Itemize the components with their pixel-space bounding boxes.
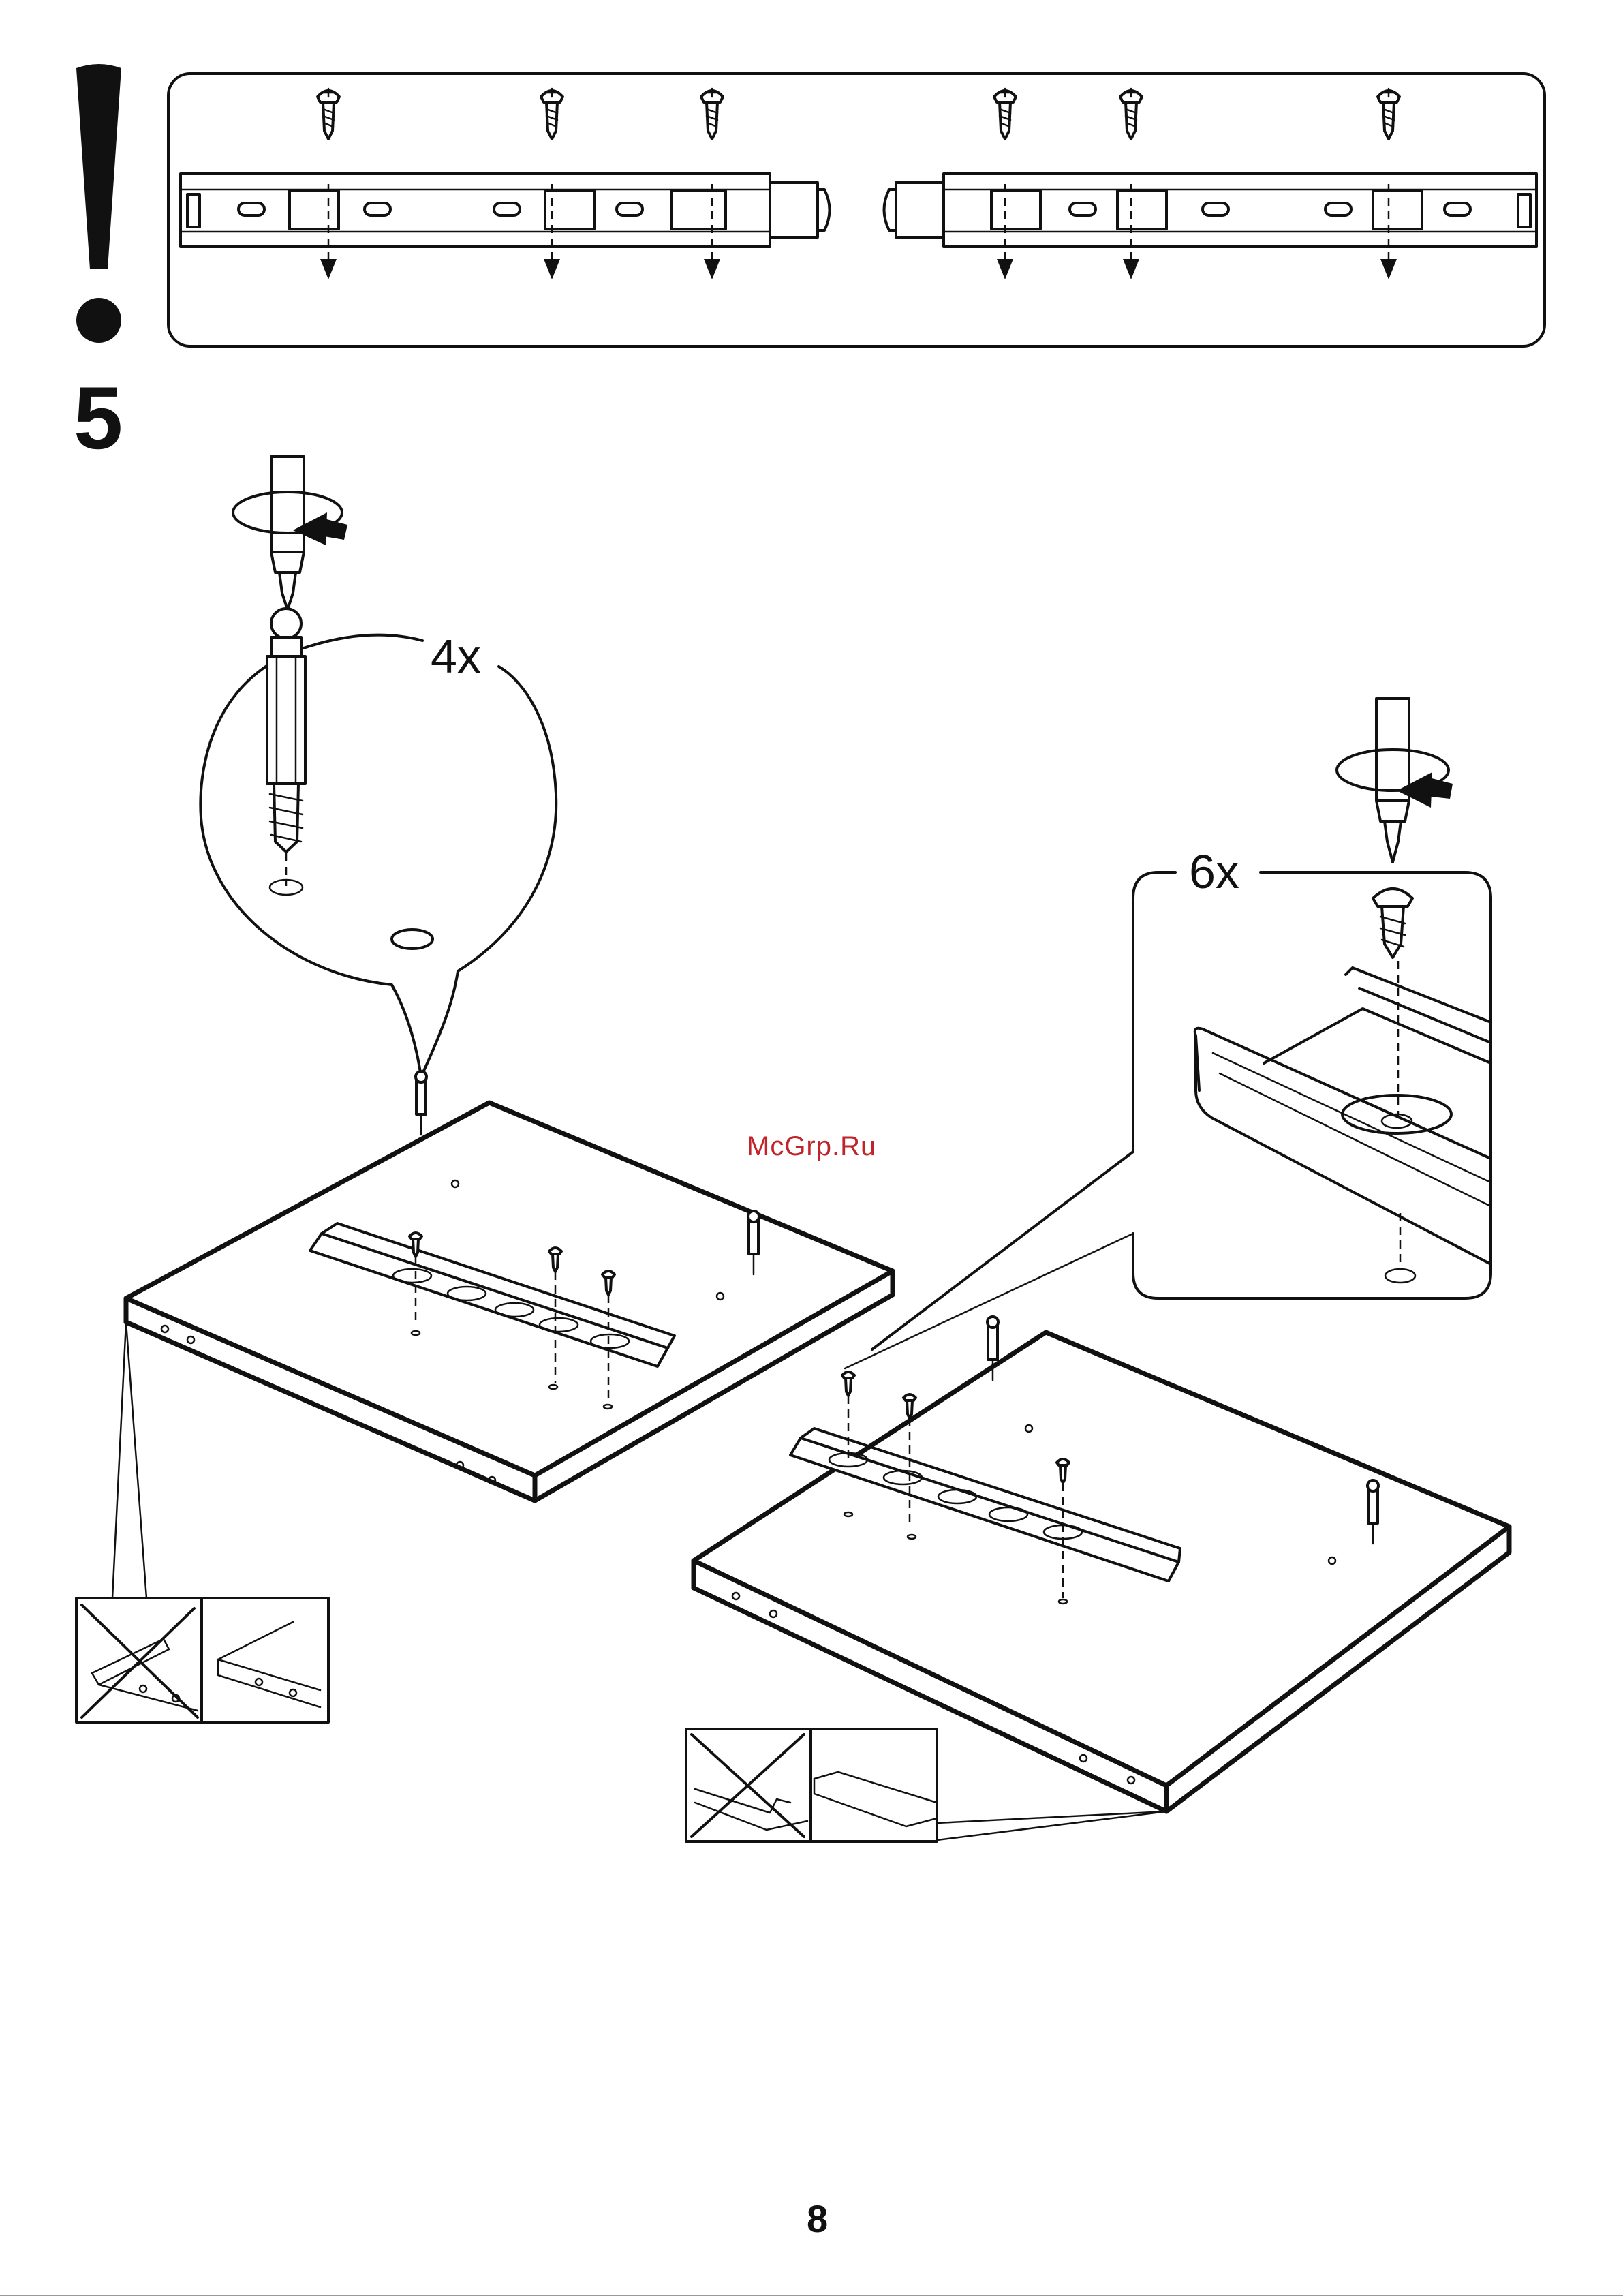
cross-out-icon xyxy=(82,1605,198,1717)
hole-marker xyxy=(392,930,433,949)
screw-icon xyxy=(1378,89,1400,139)
screw-icon xyxy=(549,1248,561,1272)
quantity-label-right: 6x xyxy=(1189,848,1239,896)
screwdriver-icon xyxy=(1376,699,1409,862)
dowel-screw-icon xyxy=(267,609,305,895)
dowel-icon xyxy=(416,1071,427,1135)
callout-bubble-left xyxy=(200,635,556,1077)
right-panel xyxy=(694,1317,1509,1811)
screw-icon xyxy=(1057,1459,1069,1483)
quantity-label-left: 4x xyxy=(431,632,481,680)
screw-icon xyxy=(541,89,563,139)
dowel-icon xyxy=(1367,1480,1378,1544)
screw-icon xyxy=(701,89,723,139)
dowel-icon xyxy=(748,1211,759,1274)
right-runner xyxy=(884,174,1537,247)
step-number: 5 xyxy=(74,373,123,462)
page-number: 8 xyxy=(807,2200,828,2238)
screw-icon xyxy=(1120,89,1142,139)
screw-icon xyxy=(903,1394,916,1418)
edge-orientation-detail-left xyxy=(76,1322,328,1722)
edge-orientation-detail-right xyxy=(686,1729,1166,1841)
cross-out-icon xyxy=(692,1734,804,1837)
screw-icon xyxy=(994,89,1016,139)
callout-box-right xyxy=(845,872,1491,1368)
exclamation-icon xyxy=(76,64,121,343)
left-runner xyxy=(181,174,830,247)
screw-icon xyxy=(602,1271,615,1295)
screw-icon xyxy=(318,89,339,139)
watermark: McGrp.Ru xyxy=(747,1133,876,1160)
screw-icon xyxy=(842,1372,854,1396)
screw-icon xyxy=(1373,889,1412,958)
warning-panel xyxy=(168,74,1545,346)
screw-icon xyxy=(409,1233,422,1257)
